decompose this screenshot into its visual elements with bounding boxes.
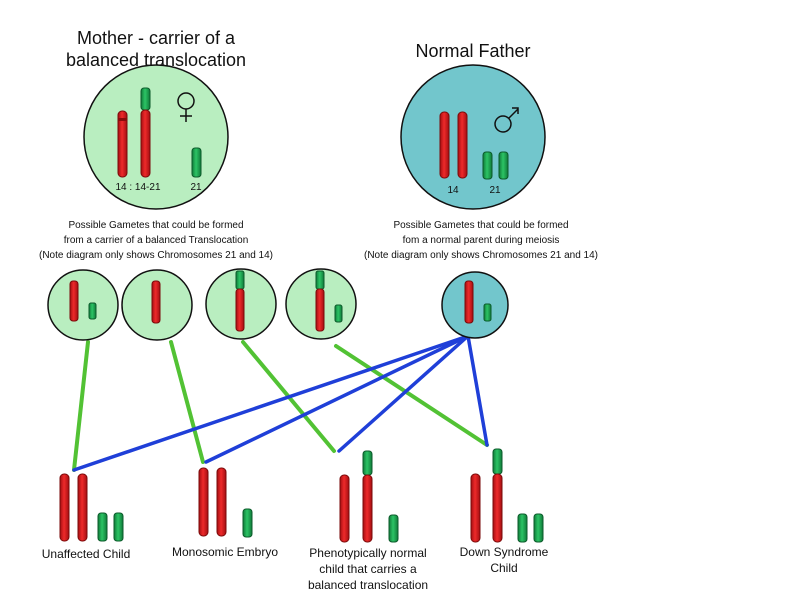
mother-title-line1: Mother - carrier of a	[77, 28, 236, 48]
green-connector-lines	[72, 340, 489, 472]
mother-translocation-red-part	[140, 109, 151, 178]
child-label-carrier-line2: child that carries a	[319, 562, 417, 576]
child-down-syndrome: Down Syndrome Child	[460, 448, 549, 575]
mother-title-line2: balanced translocation	[66, 50, 246, 70]
blue-connector-lines	[72, 334, 489, 472]
mother-gamete-2	[121, 269, 193, 341]
father-title: Normal Father	[415, 41, 530, 61]
mother-section: Mother - carrier of a balanced transloca…	[66, 28, 246, 210]
blue-line-3	[337, 334, 470, 453]
child-label-down-line1: Down Syndrome	[460, 545, 549, 559]
mother-chromosome-21	[191, 147, 202, 178]
child-label-down-line2: Child	[490, 561, 517, 575]
father-label-right: 21	[489, 185, 501, 196]
father-gametes-note: Possible Gametes that could be formed fo…	[364, 220, 598, 261]
mother-translocation-green-part	[140, 87, 151, 111]
child-label-carrier-line1: Phenotypically normal	[309, 546, 426, 560]
father-note-line3: (Note diagram only shows Chromosomes 21 …	[364, 250, 598, 261]
blue-line-2	[204, 334, 470, 464]
father-note-line1: Possible Gametes that could be formed	[393, 220, 568, 231]
mother-label-left: 14 : 14-21	[115, 182, 160, 193]
child-carrier: Phenotypically normal child that carries…	[308, 450, 428, 592]
green-line-4	[334, 344, 489, 447]
green-line-2	[169, 340, 205, 464]
father-section: Normal Father 14 21	[400, 41, 546, 210]
father-chromosome-21b	[498, 151, 509, 180]
father-label-left: 14	[447, 185, 459, 196]
child-label-carrier-line3: balanced translocation	[308, 578, 428, 592]
mother-note-line3: (Note diagram only shows Chromosomes 21 …	[39, 250, 273, 261]
father-gamete	[441, 271, 509, 339]
green-line-1	[72, 340, 90, 472]
mother-gamete-3	[205, 268, 277, 340]
mother-chromosome-14	[117, 110, 128, 178]
child-label-monosomic: Monosomic Embryo	[172, 545, 278, 559]
mother-gametes-note: Possible Gametes that could be formed fr…	[39, 220, 273, 261]
father-note-line2: fom a normal parent during meiosis	[403, 235, 560, 246]
child-label-unaffected: Unaffected Child	[42, 547, 131, 561]
blue-line-1	[72, 334, 470, 472]
child-monosomic: Monosomic Embryo	[172, 467, 278, 559]
father-chromosome-21a	[482, 151, 493, 180]
father-cell	[400, 64, 546, 210]
father-chromosome-14a	[439, 111, 450, 179]
mother-gamete-4	[285, 268, 357, 340]
female-symbol-icon	[177, 92, 195, 122]
father-chromosome-14b	[457, 111, 468, 179]
mother-note-line2: from a carrier of a balanced Translocati…	[64, 235, 249, 246]
mother-note-line1: Possible Gametes that could be formed	[68, 220, 243, 231]
male-symbol-icon	[494, 107, 519, 133]
mother-gamete-1	[47, 269, 119, 341]
blue-line-4	[466, 334, 489, 447]
child-unaffected: Unaffected Child	[42, 473, 131, 561]
mother-label-right: 21	[190, 182, 202, 193]
